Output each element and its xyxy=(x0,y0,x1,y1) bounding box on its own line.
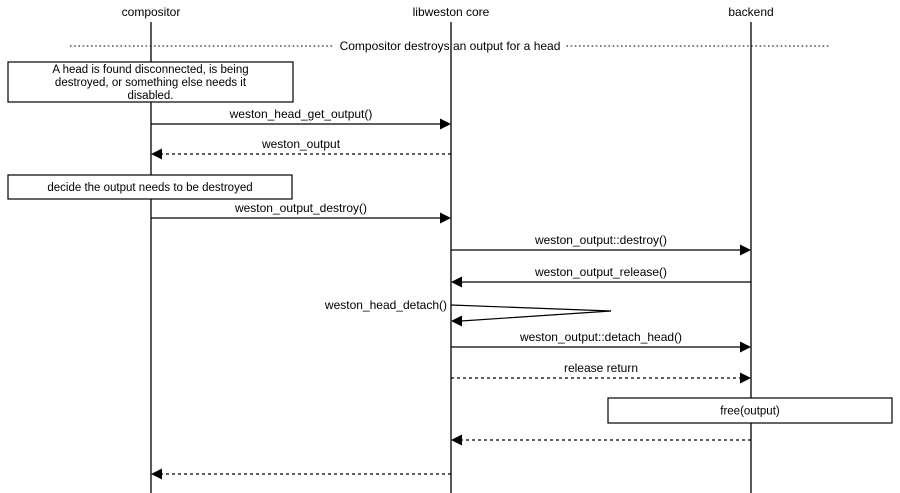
participant-label-backend: backend xyxy=(728,5,773,19)
msg-release-return: release return xyxy=(451,361,751,384)
msg-release-return-arrowhead xyxy=(740,372,751,384)
note-decide-destroy-line: decide the output needs to be destroyed xyxy=(47,182,252,194)
note-decide-destroy: decide the output needs to be destroyed xyxy=(7,174,293,200)
msg-weston-output-release: weston_output_release() xyxy=(451,265,751,288)
msg-weston-output-vtable-detach-head-arrowhead xyxy=(740,341,751,353)
msg-weston-head-get-output: weston_head_get_output() xyxy=(151,107,451,130)
notes-layer: A head is found disconnected, is beingde… xyxy=(7,61,893,424)
participant-labels-layer: compositor libweston core backend xyxy=(122,5,774,19)
note-head-disconnected-line: destroyed, or something else needs it xyxy=(55,77,247,89)
msg-free-output-return xyxy=(451,434,751,446)
msg-weston-output-vtable-destroy-label: weston_output::destroy() xyxy=(534,233,667,247)
participant-label-libweston-core: libweston core xyxy=(413,5,490,19)
msg-weston-head-detach: weston_head_detach() xyxy=(324,298,612,327)
messages-layer: weston_head_get_output() weston_outputwes… xyxy=(151,107,751,480)
msg-weston-head-detach-back-line xyxy=(460,310,612,322)
divider-label: Compositor destroys an output for a head xyxy=(340,39,561,53)
msg-weston-head-detach-arrowhead xyxy=(451,315,462,327)
msg-weston-output-return-label: weston_output xyxy=(261,137,341,151)
note-decide-destroy-box xyxy=(7,174,293,200)
msg-weston-output-destroy: weston_output_destroy() xyxy=(151,201,451,224)
msg-weston-output-vtable-detach-head-label: weston_output::detach_head() xyxy=(519,330,682,344)
divider-layer: Compositor destroys an output for a head xyxy=(70,39,830,53)
msg-free-output-return-arrowhead xyxy=(451,434,462,446)
msg-weston-head-detach-label: weston_head_detach() xyxy=(324,298,447,312)
msg-destroy-return xyxy=(151,468,451,480)
msg-weston-head-get-output-arrowhead xyxy=(440,118,451,130)
msg-weston-output-destroy-arrowhead xyxy=(440,212,451,224)
msg-weston-output-release-arrowhead xyxy=(451,276,462,288)
msg-destroy-return-arrowhead xyxy=(151,468,162,480)
msg-release-return-label: release return xyxy=(564,361,638,375)
note-head-disconnected-line: A head is found disconnected, is being xyxy=(52,64,248,76)
note-head-disconnected: A head is found disconnected, is beingde… xyxy=(7,61,294,103)
msg-weston-output-destroy-label: weston_output_destroy() xyxy=(234,201,367,215)
note-free-output-line: free(output) xyxy=(720,406,780,418)
note-head-disconnected-line: disabled. xyxy=(127,90,173,102)
msg-weston-output-vtable-destroy: weston_output::destroy() xyxy=(451,233,751,256)
note-free-output: free(output) xyxy=(607,397,893,424)
participant-label-compositor: compositor xyxy=(122,5,181,19)
msg-weston-output-return-arrowhead xyxy=(151,148,162,160)
note-free-output-box xyxy=(607,397,893,424)
msg-weston-head-detach-out-line xyxy=(450,304,612,312)
note-head-disconnected-box xyxy=(7,61,294,103)
msg-weston-output-return: weston_output xyxy=(151,137,451,160)
msg-weston-output-vtable-destroy-arrowhead xyxy=(740,244,751,256)
msg-weston-output-vtable-detach-head: weston_output::detach_head() xyxy=(451,330,751,353)
msg-weston-head-get-output-label: weston_head_get_output() xyxy=(229,107,373,121)
msg-weston-output-release-label: weston_output_release() xyxy=(534,265,667,279)
